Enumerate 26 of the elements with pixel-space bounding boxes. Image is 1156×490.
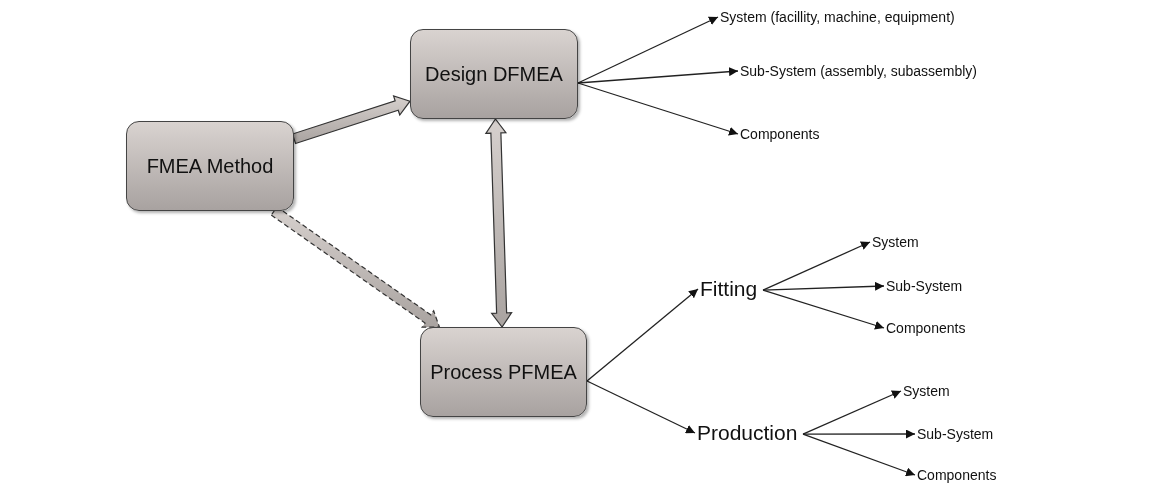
process-box: Design DFMEA — [410, 29, 578, 119]
item-label: Sub-System (assembly, subassembly) — [740, 63, 978, 79]
process-box: Process PFMEA — [420, 327, 587, 417]
process-box: FMEA Method — [126, 121, 294, 211]
block-arrow — [291, 95, 411, 145]
arrow — [802, 433, 916, 477]
arrow — [762, 289, 885, 330]
item-label: Sub-System — [886, 278, 963, 294]
block-arrow — [484, 117, 513, 329]
arrow — [762, 241, 871, 291]
item-label: System — [872, 234, 919, 250]
item-label: Components — [740, 126, 820, 142]
arrow — [577, 16, 719, 84]
item-label: Components — [917, 467, 997, 483]
item-label: Components — [886, 320, 966, 336]
item-label: Sub-System — [917, 426, 994, 442]
arrow — [586, 380, 696, 434]
arrow — [577, 67, 739, 84]
arrow — [586, 288, 699, 382]
arrow — [802, 390, 902, 435]
arrow — [762, 281, 885, 291]
branch-label: Fitting — [700, 277, 758, 301]
item-label: System — [903, 383, 950, 399]
arrow — [577, 82, 739, 136]
branch-label: Production — [697, 421, 798, 445]
item-label: System (facillity, machine, equipment) — [720, 9, 955, 25]
